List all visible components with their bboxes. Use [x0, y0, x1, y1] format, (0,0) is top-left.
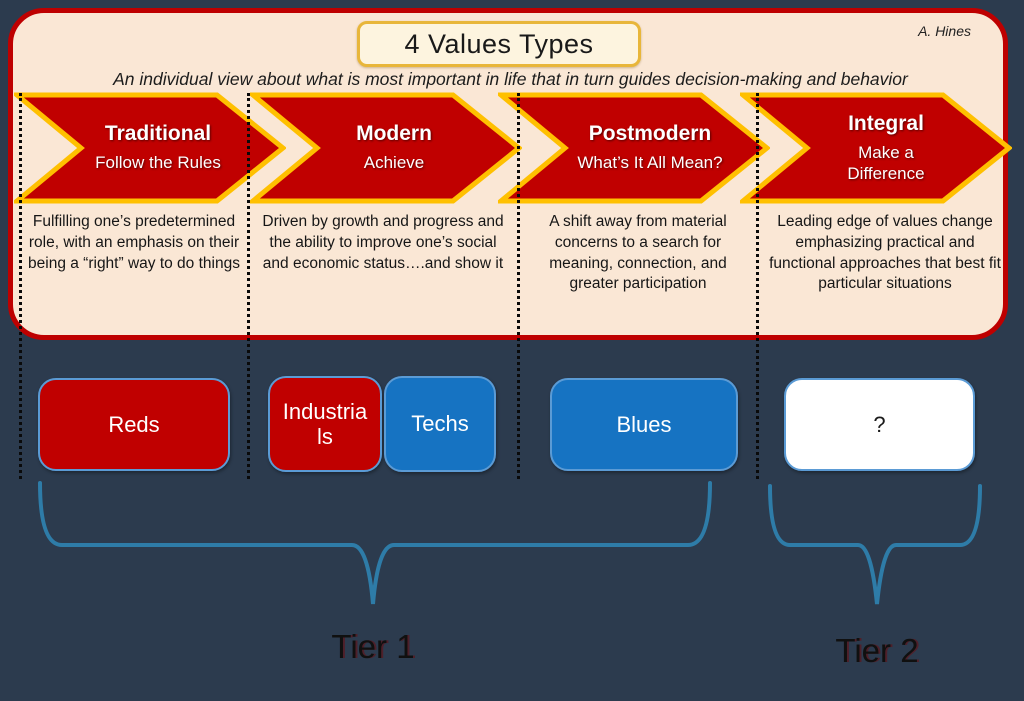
group-box-techs: Techs — [384, 376, 496, 472]
value-type-tagline: Achieve — [363, 153, 425, 173]
author-credit: A. Hines — [918, 23, 971, 39]
group-box-reds: Reds — [38, 378, 230, 471]
chevron-shape — [740, 92, 1012, 204]
value-type-tagline: What’s It All Mean? — [577, 153, 723, 173]
value-type-name: Modern — [356, 122, 432, 146]
chevron-shape — [250, 92, 522, 204]
dotted-separator — [756, 93, 759, 479]
page-title: 4 Values Types — [404, 28, 594, 59]
value-type-name: Integral — [848, 111, 924, 135]
group-label: Blues — [616, 411, 672, 437]
tier1-brace — [38, 481, 712, 605]
chevron-shape — [498, 92, 770, 204]
group-label: ? — [873, 411, 886, 437]
chevron-traditional: Traditional Follow the Rules — [14, 92, 286, 204]
dotted-separator — [247, 93, 250, 479]
group-box-industrials: Industrials — [268, 376, 382, 472]
tier1-label: Tier 1 — [331, 628, 415, 665]
description-integral: Leading edge of values change emphasizin… — [769, 213, 1001, 293]
dotted-separator — [517, 93, 520, 479]
value-type-tagline: Make a Difference — [847, 142, 925, 184]
chevron-modern: Modern Achieve — [250, 92, 522, 204]
description-traditional: Fulfilling one’s predetermined role, wit… — [28, 213, 240, 272]
value-type-tagline: Follow the Rules — [95, 153, 221, 173]
group-box-unknown: ? — [784, 378, 975, 471]
chevron-shape — [14, 92, 286, 204]
value-type-name: Postmodern — [588, 122, 712, 146]
group-box-blues: Blues — [550, 378, 738, 471]
definition-subtitle: An individual view about what is most im… — [113, 69, 908, 89]
group-label: Techs — [411, 411, 469, 436]
chevron-postmodern: Postmodern What’s It All Mean? — [498, 92, 770, 204]
value-type-name: Traditional — [104, 122, 212, 146]
tier2-label: Tier 2 — [835, 632, 919, 669]
chevron-integral: Integral Make a Difference — [740, 92, 1012, 204]
tier2-brace — [768, 484, 982, 605]
description-modern: Driven by growth and progress and the ab… — [262, 213, 504, 272]
group-label: Reds — [108, 411, 160, 437]
dotted-separator — [19, 93, 22, 479]
title-box: 4 Values Types — [357, 21, 641, 67]
description-postmodern: A shift away from material concerns to a… — [549, 213, 727, 293]
group-label: Industrials — [282, 398, 368, 449]
